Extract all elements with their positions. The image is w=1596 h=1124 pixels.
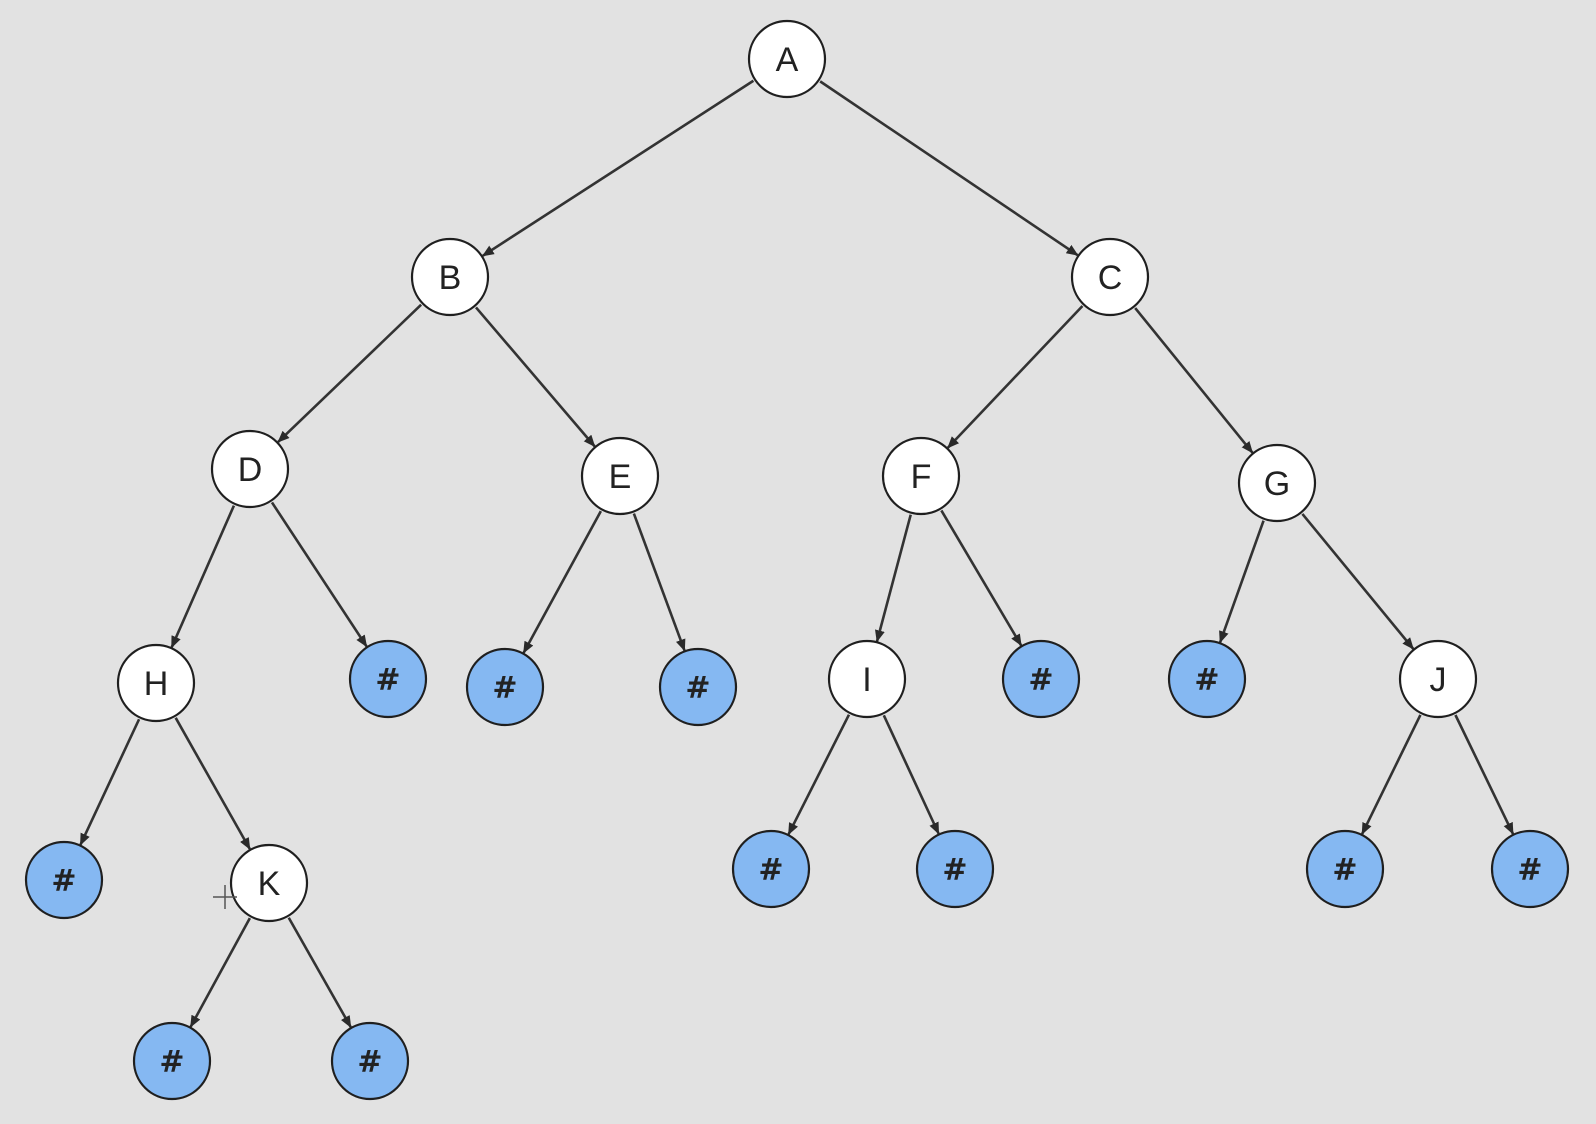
node-circle: [229, 843, 309, 923]
null-node-circle: [1167, 639, 1247, 719]
node-label: G: [1264, 465, 1290, 503]
tree-node-k: K: [229, 843, 309, 923]
tree-node-i: I: [827, 639, 907, 719]
node-circle: [580, 436, 660, 516]
edge-j-to-null-left: [1360, 714, 1422, 835]
edge-i-to-null-left: [787, 714, 851, 836]
null-node-label: #: [159, 1045, 184, 1080]
edge-b-to-e-right: [474, 306, 596, 448]
edge-b-to-d-left: [277, 303, 423, 443]
edge-layer: [79, 79, 1515, 1028]
null-node-circle: [915, 829, 995, 909]
node-layer: A B D H # K # # # E # # C F I # # # G # J # #: [24, 19, 1570, 1101]
node-label: A: [776, 41, 799, 79]
node-circle: [1070, 237, 1150, 317]
node-circle: [881, 436, 961, 516]
node-label: K: [258, 865, 281, 903]
edge-c-to-f-left: [946, 305, 1084, 449]
null-node: #: [658, 647, 738, 727]
edge-i-to-null-right: [882, 714, 940, 835]
edge-h-to-null-left: [79, 718, 141, 846]
null-node: #: [1167, 639, 1247, 719]
node-label: J: [1430, 661, 1447, 699]
node-circle: [747, 19, 827, 99]
null-node-label: #: [1028, 663, 1053, 698]
edge-h-to-k-right: [174, 717, 251, 850]
edge-f-to-null-right: [940, 509, 1023, 647]
tree-node-f: F: [881, 436, 961, 516]
null-node-circle: [658, 647, 738, 727]
tree-node-g: G: [1237, 443, 1317, 523]
null-node-circle: [1305, 829, 1385, 909]
edge-a-to-c-right: [819, 80, 1079, 257]
null-node: #: [1490, 829, 1570, 909]
null-node: #: [24, 840, 104, 920]
node-circle: [827, 639, 907, 719]
tree-node-d: D: [210, 429, 290, 509]
null-node-circle: [465, 647, 545, 727]
edge-e-to-null-right: [632, 513, 686, 652]
node-label: I: [862, 661, 871, 699]
null-node-circle: [132, 1021, 212, 1101]
null-node-label: #: [758, 853, 783, 888]
null-node: #: [731, 829, 811, 909]
node-circle: [1237, 443, 1317, 523]
edge-d-to-null-right: [270, 501, 368, 648]
edge-j-to-null-right: [1454, 714, 1515, 835]
node-label: B: [439, 259, 462, 297]
node-label: E: [609, 458, 632, 496]
node-circle: [210, 429, 290, 509]
null-node-label: #: [1517, 853, 1542, 888]
null-node: #: [348, 639, 428, 719]
null-node-circle: [1001, 639, 1081, 719]
edge-a-to-b-left: [481, 79, 755, 257]
null-node-label: #: [492, 671, 517, 706]
null-node: #: [1001, 639, 1081, 719]
edge-d-to-h-left: [170, 505, 236, 649]
edge-f-to-i-left: [875, 514, 912, 643]
edge-e-to-null-left: [522, 510, 602, 654]
node-circle: [116, 643, 196, 723]
edge-c-to-g-right: [1134, 307, 1254, 454]
null-node: #: [465, 647, 545, 727]
null-node-circle: [330, 1021, 410, 1101]
null-node-circle: [348, 639, 428, 719]
null-node-circle: [24, 840, 104, 920]
tree-node-c: C: [1070, 237, 1150, 317]
null-node-circle: [731, 829, 811, 909]
crosshair-cursor-icon: [213, 885, 237, 909]
node-circle: [1398, 639, 1478, 719]
null-node: #: [915, 829, 995, 909]
null-node-label: #: [685, 671, 710, 706]
node-label: H: [144, 665, 169, 703]
edge-k-to-null-left: [189, 917, 252, 1028]
node-label: D: [238, 451, 263, 489]
null-node-label: #: [51, 864, 76, 899]
node-label: F: [911, 458, 932, 496]
null-node: #: [330, 1021, 410, 1101]
tree-node-b: B: [410, 237, 490, 317]
null-node-label: #: [1194, 663, 1219, 698]
null-node-label: #: [942, 853, 967, 888]
edge-g-to-j-right: [1301, 513, 1415, 650]
null-node-label: #: [375, 663, 400, 698]
null-node-circle: [1490, 829, 1570, 909]
null-node: #: [1305, 829, 1385, 909]
null-node-label: #: [357, 1045, 382, 1080]
node-circle: [410, 237, 490, 317]
null-node: #: [132, 1021, 212, 1101]
edge-k-to-null-right: [287, 917, 352, 1028]
tree-node-j: J: [1398, 639, 1478, 719]
edge-g-to-null-left: [1218, 520, 1265, 644]
null-node-label: #: [1332, 853, 1357, 888]
tree-node-e: E: [580, 436, 660, 516]
tree-node-h: H: [116, 643, 196, 723]
tree-node-a: A: [747, 19, 827, 99]
node-label: C: [1098, 259, 1123, 297]
